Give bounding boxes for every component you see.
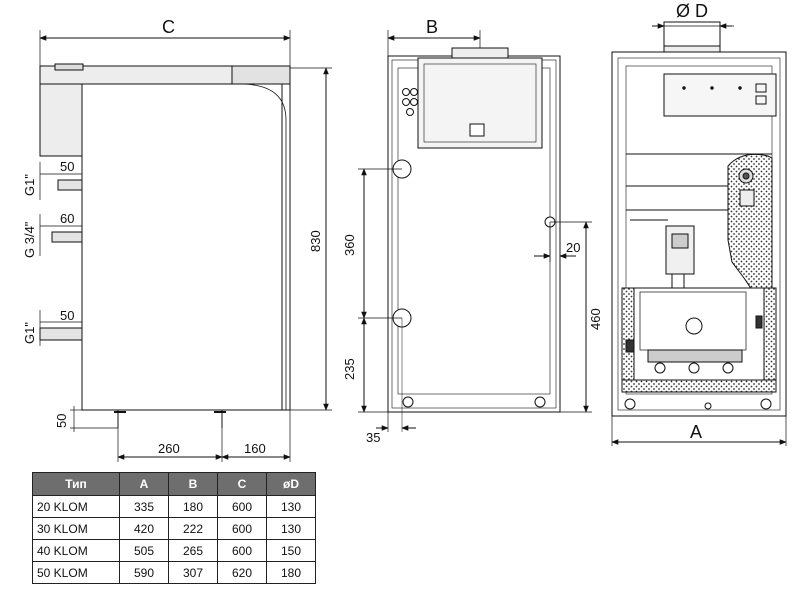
table-row: 30 KLOM 420 222 600 130 <box>32 517 316 540</box>
cell: 130 <box>266 495 316 518</box>
rear-dim-35: 35 <box>366 430 380 445</box>
cell: 222 <box>168 517 218 540</box>
header-a: A <box>119 472 169 496</box>
cell: 130 <box>266 517 316 540</box>
cell: 180 <box>168 495 218 518</box>
cell: 40 KLOM <box>32 539 120 562</box>
side-dim-260: 260 <box>158 441 180 456</box>
cell: 50 KLOM <box>32 561 120 584</box>
side-view <box>39 30 332 462</box>
front-view <box>611 21 787 446</box>
cell: 590 <box>119 561 169 584</box>
front-dim-d: Ø D <box>676 1 708 21</box>
table-row: 50 KLOM 590 307 620 180 <box>32 561 316 584</box>
side-pipe-1-label: G1" <box>22 174 37 196</box>
rear-view <box>358 30 592 432</box>
cell: 335 <box>119 495 169 518</box>
table-row: 20 KLOM 335 180 600 130 <box>32 495 316 518</box>
cell: 600 <box>217 495 267 518</box>
side-pipe-3-label: G1" <box>22 322 37 344</box>
cell: 30 KLOM <box>32 517 120 540</box>
cell: 150 <box>266 539 316 562</box>
side-dim-c: C <box>162 17 175 37</box>
rear-dim-b: B <box>426 17 438 37</box>
cell: 600 <box>217 539 267 562</box>
cell: 20 KLOM <box>32 495 120 518</box>
header-type: Тип <box>32 472 120 496</box>
dimension-table: Тип A B C øD 20 KLOM 335 180 600 130 30 … <box>32 472 316 584</box>
rear-dim-360: 360 <box>342 234 357 256</box>
rear-dim-20: 20 <box>566 240 580 255</box>
cell: 420 <box>119 517 169 540</box>
table-row: 40 KLOM 505 265 600 150 <box>32 539 316 562</box>
header-c: C <box>217 472 267 496</box>
cell: 307 <box>168 561 218 584</box>
cell: 505 <box>119 539 169 562</box>
side-pipe-3-size: 50 <box>60 308 74 323</box>
header-b: B <box>168 472 218 496</box>
front-dim-a: A <box>690 422 702 442</box>
cell: 620 <box>217 561 267 584</box>
side-dim-base: 50 <box>54 414 69 428</box>
side-pipe-1-size: 50 <box>60 159 74 174</box>
side-dim-160: 160 <box>244 441 266 456</box>
cell: 600 <box>217 517 267 540</box>
boiler-dimension-drawing: C 830 50 G1" 60 G 3/4" 50 G1" 50 260 160 <box>22 1 787 462</box>
side-dim-830: 830 <box>308 230 323 252</box>
rear-dim-460: 460 <box>588 308 603 330</box>
side-pipe-2-size: 60 <box>60 211 74 226</box>
side-pipe-2-label: G 3/4" <box>22 221 37 258</box>
rear-dim-235: 235 <box>342 358 357 380</box>
table-header-row: Тип A B C øD <box>32 472 316 496</box>
cell: 265 <box>168 539 218 562</box>
cell: 180 <box>266 561 316 584</box>
header-d: øD <box>266 472 316 496</box>
